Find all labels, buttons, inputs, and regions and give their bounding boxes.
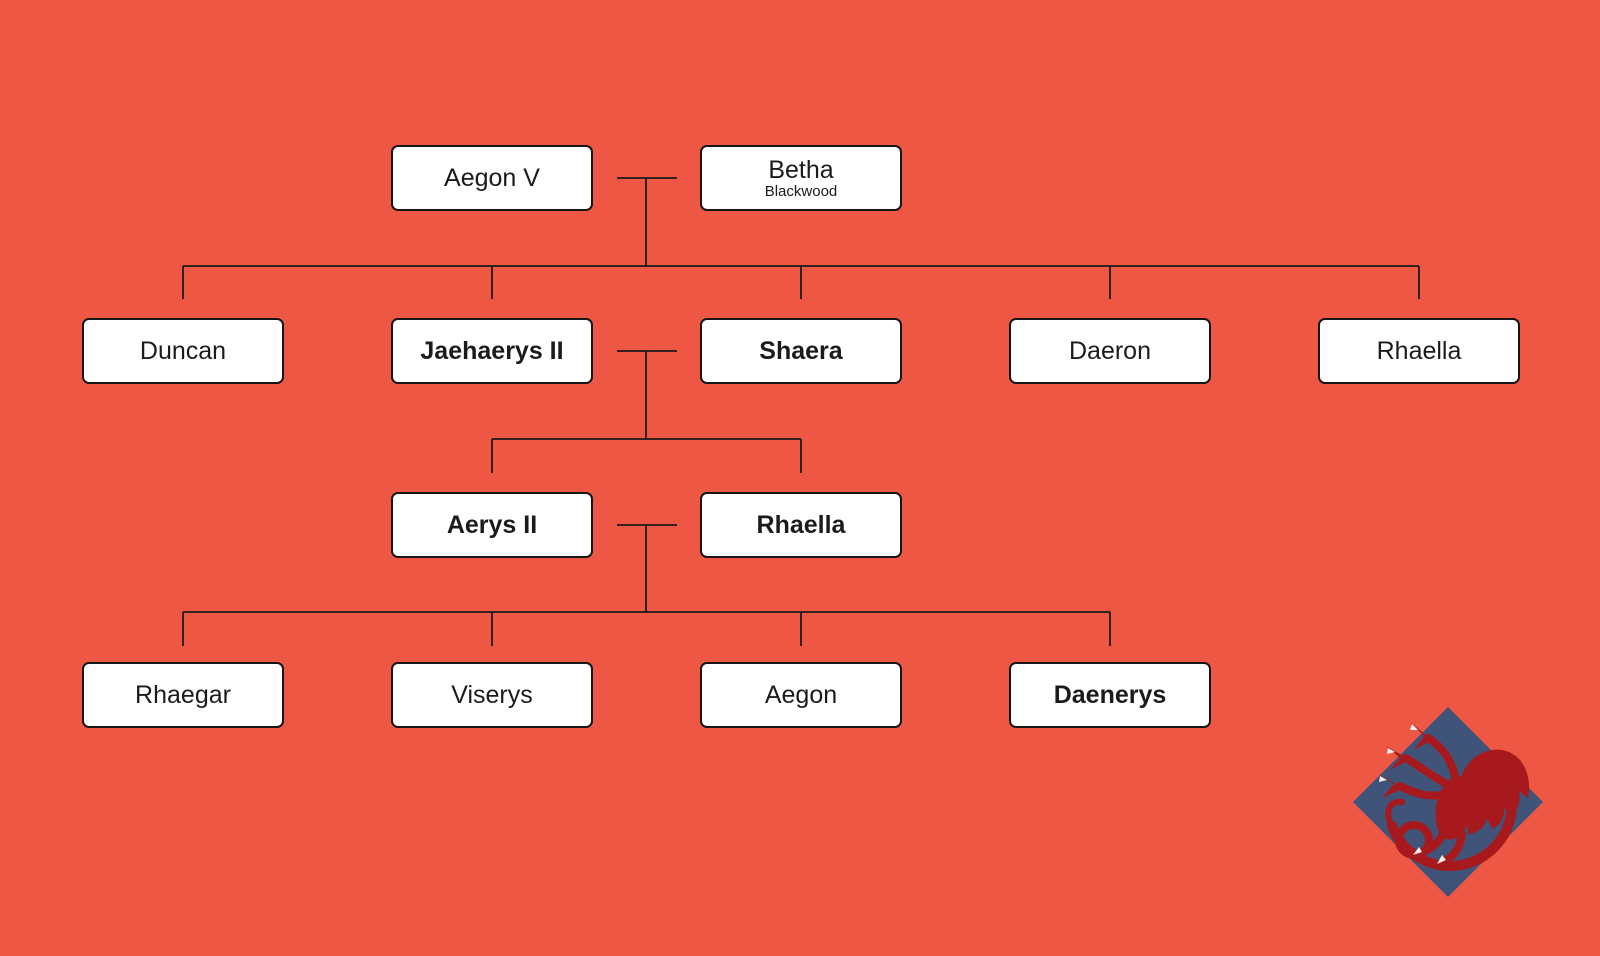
person-name: Daeron — [1069, 336, 1151, 365]
person-name: Rhaegar — [135, 680, 231, 709]
person-name: Shaera — [759, 336, 843, 365]
person-name: Aegon — [764, 680, 838, 709]
person-name: Betha — [768, 155, 834, 184]
person-box-viserys: Viserys — [391, 662, 593, 728]
person-box-daenerys: Daenerys — [1009, 662, 1211, 728]
person-name: Aerys II — [446, 510, 538, 539]
three-headed-dragon-icon — [1378, 722, 1530, 871]
person-name: Daenerys — [1053, 680, 1167, 709]
person-surname: Blackwood — [764, 182, 838, 200]
person-box-daeron: Daeron — [1009, 318, 1211, 384]
person-name: Duncan — [139, 336, 227, 365]
person-name: Jaehaerys II — [420, 336, 564, 365]
person-name: Rhaella — [1376, 336, 1462, 365]
targaryen-sigil — [1353, 707, 1543, 897]
person-box-rhaella-g3: Rhaella — [700, 492, 902, 558]
person-box-betha-blackwood: Betha Blackwood — [700, 145, 902, 211]
person-name: Rhaella — [756, 510, 846, 539]
person-box-aerys-ii: Aerys II — [391, 492, 593, 558]
person-name: Aegon V — [444, 163, 540, 192]
person-box-jaehaerys-ii: Jaehaerys II — [391, 318, 593, 384]
person-box-duncan: Duncan — [82, 318, 284, 384]
person-box-aegon-v: Aegon V — [391, 145, 593, 211]
person-box-rhaella-g2: Rhaella — [1318, 318, 1520, 384]
person-box-rhaegar: Rhaegar — [82, 662, 284, 728]
person-box-aegon: Aegon — [700, 662, 902, 728]
person-box-shaera: Shaera — [700, 318, 902, 384]
person-name: Viserys — [451, 680, 533, 709]
